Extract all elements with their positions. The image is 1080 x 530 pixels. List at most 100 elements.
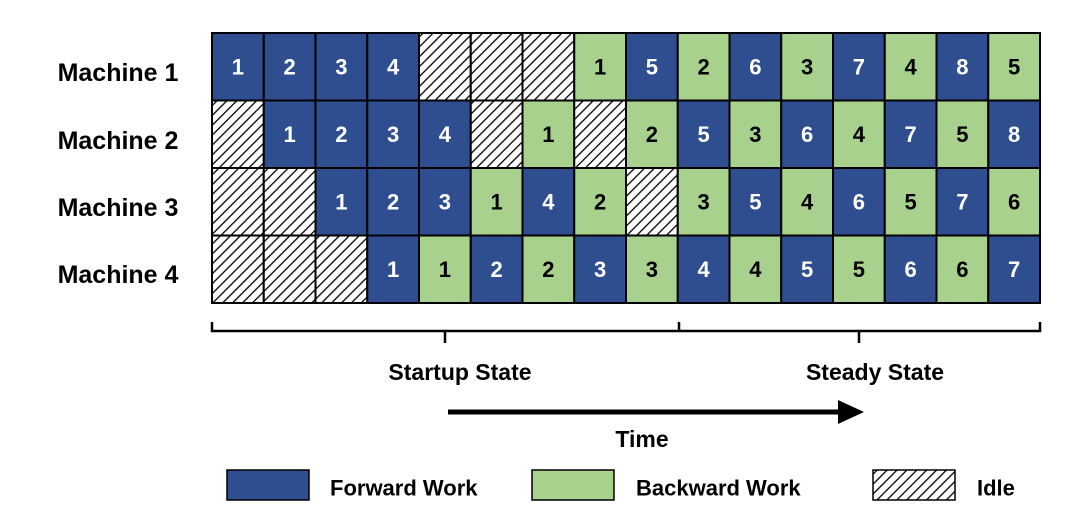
cell-forward: 2	[366, 167, 420, 237]
cell-number: 4	[387, 54, 400, 79]
time-label: Time	[615, 426, 668, 452]
cell-number: 1	[439, 257, 451, 282]
cell-backward: 1	[469, 167, 524, 237]
cell-number: 1	[542, 122, 554, 147]
cell-number: 5	[801, 257, 813, 282]
cell-forward: 5	[728, 167, 783, 237]
cell-number: 3	[801, 54, 813, 79]
cell-forward: 4	[521, 167, 576, 237]
cell-number: 5	[698, 122, 710, 147]
cell-backward: 3	[625, 234, 679, 304]
cell-number: 3	[387, 122, 399, 147]
cell-rect	[676, 234, 731, 304]
cell-number: 8	[956, 54, 968, 79]
cell-backward: 4	[728, 234, 783, 304]
cell-number: 2	[491, 257, 503, 282]
cell-number: 2	[594, 189, 606, 214]
cell-number: 5	[646, 54, 658, 79]
cell-rect	[625, 32, 679, 102]
cell-rect	[832, 99, 886, 169]
cell-rect	[418, 99, 472, 169]
cell-rect	[366, 99, 420, 169]
cell-forward: 7	[935, 167, 990, 237]
cell-rect	[262, 99, 317, 169]
legend-idle-label: Idle	[977, 476, 1015, 501]
cell-number: 2	[387, 189, 399, 214]
machine-3-label: Machine 3	[58, 194, 179, 222]
cell-idle	[573, 99, 627, 169]
cell-idle	[469, 32, 524, 102]
cell-backward: 5	[832, 234, 886, 304]
cell-number: 2	[542, 257, 554, 282]
cell-rect	[211, 99, 265, 169]
cell-number: 4	[905, 54, 918, 79]
cell-number: 4	[853, 122, 866, 147]
cell-rect	[418, 234, 472, 304]
cell-rect	[832, 234, 886, 304]
cell-rect	[469, 99, 524, 169]
cell-idle	[211, 99, 265, 169]
cell-rect	[832, 32, 886, 102]
cell-number: 2	[646, 122, 658, 147]
cell-number: 2	[335, 122, 347, 147]
cell-number: 1	[491, 189, 503, 214]
cell-backward: 5	[935, 99, 990, 169]
cell-rect	[987, 99, 1041, 169]
cell-forward: 5	[676, 99, 731, 169]
cell-forward: 6	[832, 167, 886, 237]
cell-forward: 2	[469, 234, 524, 304]
cell-forward: 6	[883, 234, 938, 304]
cell-number: 3	[439, 189, 451, 214]
cell-rect	[366, 234, 420, 304]
cell-rect	[469, 32, 524, 102]
cell-rect	[780, 234, 834, 304]
cell-forward: 1	[314, 167, 369, 237]
cell-forward: 1	[211, 32, 265, 102]
cell-number: 1	[335, 189, 347, 214]
cell-idle	[211, 234, 265, 304]
cell-rect	[780, 99, 834, 169]
cell-idle	[314, 234, 369, 304]
legend-backward-swatch	[531, 469, 615, 501]
cell-number: 7	[956, 189, 968, 214]
cell-rect	[521, 32, 576, 102]
cell-forward: 7	[987, 234, 1041, 304]
cell-backward: 6	[935, 234, 990, 304]
cell-rect	[625, 234, 679, 304]
cell-rect	[625, 99, 679, 169]
cell-number: 2	[698, 54, 710, 79]
startup-state-label: Startup State	[388, 359, 531, 385]
cell-backward: 4	[832, 99, 886, 169]
cell-rect	[211, 234, 265, 304]
cell-idle	[262, 234, 317, 304]
steady-state-label: Steady State	[806, 359, 944, 385]
cell-rect	[521, 167, 576, 237]
cell-idle	[521, 32, 576, 102]
bracket-line	[210, 322, 1042, 333]
cell-forward: 7	[832, 32, 886, 102]
cell-forward: 7	[883, 99, 938, 169]
cell-number: 3	[646, 257, 658, 282]
cell-forward: 5	[780, 234, 834, 304]
cell-rect	[573, 99, 627, 169]
legend-forward-label: Forward Work	[330, 476, 478, 501]
cell-number: 4	[439, 122, 452, 147]
cell-number: 7	[853, 54, 865, 79]
legend: Forward Work Backward Work Idle	[226, 469, 1015, 501]
cell-forward: 2	[262, 32, 317, 102]
cell-forward: 8	[987, 99, 1041, 169]
cell-number: 1	[387, 257, 399, 282]
cell-backward: 4	[883, 32, 938, 102]
cell-idle	[211, 167, 265, 237]
cell-number: 3	[698, 189, 710, 214]
cell-forward: 3	[366, 99, 420, 169]
cell-backward: 5	[883, 167, 938, 237]
cell-number: 5	[1008, 54, 1020, 79]
cell-idle	[418, 32, 472, 102]
legend-forward-swatch	[226, 469, 310, 501]
cell-number: 1	[594, 54, 606, 79]
cell-rect	[262, 167, 317, 237]
cell-idle	[469, 99, 524, 169]
cell-forward: 3	[573, 234, 627, 304]
